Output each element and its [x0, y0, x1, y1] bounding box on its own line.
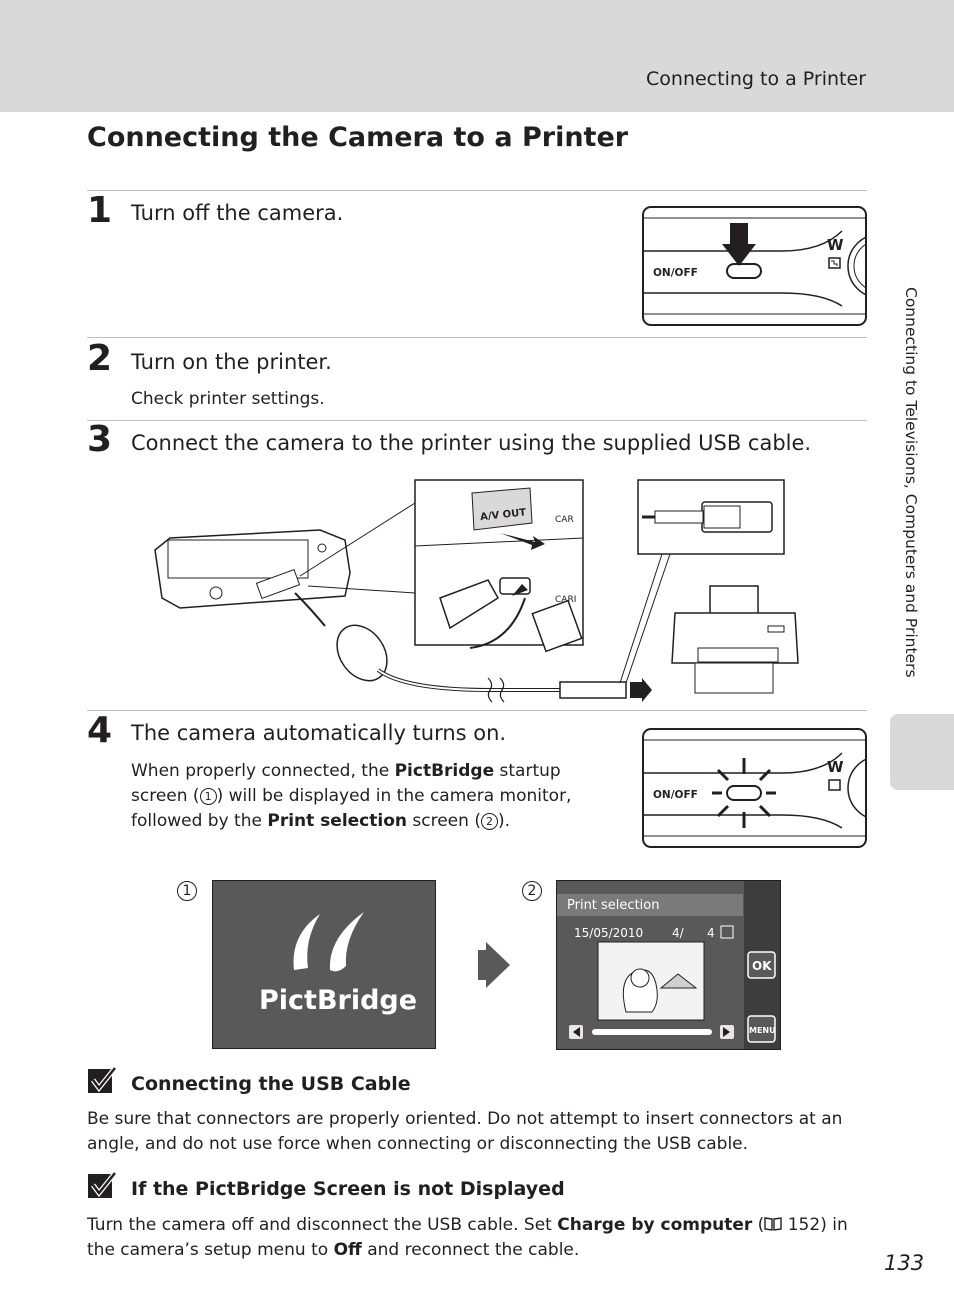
camera-power-on-illustration: ON/OFF W: [642, 728, 867, 848]
ok-button-icon: [747, 951, 776, 979]
divider: [87, 337, 867, 338]
ok-label: OK: [752, 959, 772, 973]
step-number-2: 2: [87, 338, 113, 379]
print-selection-screen: Print selection 15/05/2010 4/ 4 OK MENU: [556, 880, 781, 1050]
zoom-wide-label: W: [827, 758, 844, 776]
step-number-4: 4: [87, 710, 113, 751]
on-off-label: ON/OFF: [653, 789, 698, 801]
book-icon: [764, 1217, 783, 1231]
note-title-pictbridge: If the PictBridge Screen is not Displaye…: [131, 1178, 565, 1200]
step-text-2: Turn on the printer.: [131, 350, 332, 374]
page-number: 133: [884, 1251, 925, 1275]
step-2-subtext: Check printer settings.: [131, 389, 325, 409]
page-title: Connecting the Camera to a Printer: [87, 122, 629, 153]
step-4-description: When properly connected, the PictBridge …: [131, 761, 572, 831]
header-title: Connecting to a Printer: [646, 68, 866, 90]
note-text-pictbridge: Turn the camera off and disconnect the U…: [87, 1215, 848, 1260]
note-text-usb-cable: Be sure that connectors are properly ori…: [87, 1109, 843, 1154]
pictbridge-screen: PictBridge: [212, 880, 436, 1049]
menu-button-icon: [747, 1015, 776, 1043]
print-total: 4: [707, 926, 715, 940]
side-tab-text: Connecting to Televisions, Computers and…: [902, 287, 920, 678]
page-header: [0, 0, 954, 112]
date-display: 15/05/2010: [574, 926, 643, 940]
screen-1-marker: 1: [177, 881, 197, 901]
av-out-label: A/V OUT: [480, 507, 527, 523]
on-off-label: ON/OFF: [653, 267, 698, 279]
camera-power-off-illustration: ON/OFF W: [642, 206, 867, 326]
side-tab-marker: [890, 714, 954, 790]
image-count: 4/: [672, 926, 685, 940]
screen-1-reference: 1: [199, 788, 217, 805]
menu-label: MENU: [749, 1026, 776, 1035]
divider: [87, 420, 867, 421]
caution-check-icon: [88, 1066, 117, 1093]
step-text-4: The camera automatically turns on.: [131, 721, 507, 745]
note-title-usb-cable: Connecting the USB Cable: [131, 1073, 411, 1095]
divider: [87, 190, 867, 191]
usb-connection-illustration: A/V OUT CAR CARI: [154, 479, 799, 703]
step-text-1: Turn off the camera.: [131, 201, 344, 225]
step-number-1: 1: [87, 190, 113, 231]
cari-label: CARI: [555, 595, 576, 605]
caution-check-icon: [88, 1171, 117, 1198]
step-text-3: Connect the camera to the printer using …: [131, 431, 812, 455]
zoom-wide-label: W: [827, 236, 844, 254]
screen-2-reference: 2: [480, 813, 498, 830]
page-reference[interactable]: 152: [787, 1215, 821, 1235]
print-selection-title: Print selection: [567, 898, 659, 913]
screen-transition-arrow: [478, 942, 510, 988]
divider: [87, 710, 867, 711]
car-label: CAR: [555, 515, 574, 525]
pictbridge-logo-icon: [293, 914, 320, 970]
step-number-3: 3: [87, 419, 113, 460]
screen-2-marker: 2: [522, 881, 542, 901]
pictbridge-logo-text: PictBridge: [259, 985, 417, 1016]
